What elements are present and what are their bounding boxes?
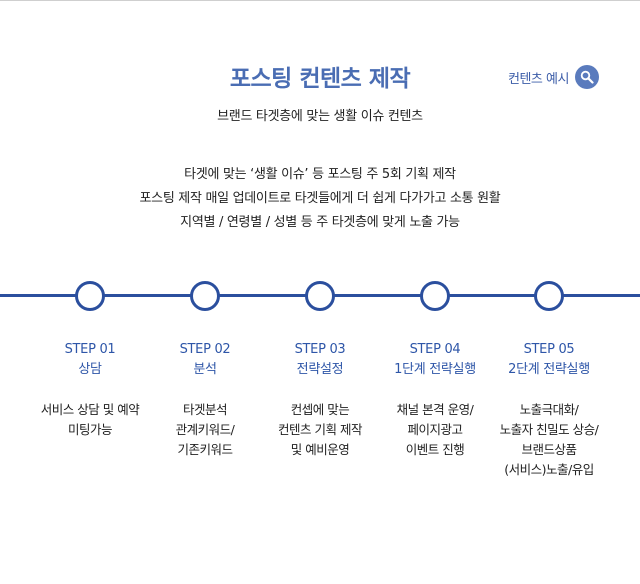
step-name: 2단계 전략실행 [508, 362, 590, 377]
step-desc-line: 이벤트 진행 [405, 442, 465, 457]
step-desc-line: 브랜드상품 [521, 442, 577, 457]
step-desc-line: 타겟분석 [182, 402, 228, 417]
step-desc-line: 노출자 친밀도 상승/ [499, 422, 599, 437]
step-name: 1단계 전략실행 [394, 362, 476, 377]
step-01: STEP 01 상담 서비스 상담 및 예약 미팅가능 [25, 340, 155, 440]
description: 타겟에 맞는 ‘생활 이슈’ 등 포스팅 주 5회 기획 제작 포스팅 제작 매… [0, 163, 640, 235]
timeline-dot [190, 281, 220, 311]
page-subtitle: 브랜드 타겟층에 맞는 생활 이슈 컨텐츠 [217, 109, 423, 124]
step-name: 상담 [78, 362, 102, 377]
timeline-dot [420, 281, 450, 311]
step-number: STEP 02 [179, 342, 231, 357]
step-03: STEP 03 전략설정 컨셉에 맞는 컨텐츠 기획 제작 및 예비운영 [255, 340, 385, 460]
step-desc-line: 서비스 상담 및 예약 [40, 402, 140, 417]
content-example-button[interactable]: 컨텐츠 예시 [508, 65, 599, 89]
page-title: 포스팅 컨텐츠 제작 [229, 66, 411, 92]
step-desc-line: 컨텐츠 기획 제작 [278, 422, 362, 437]
timeline-dot [534, 281, 564, 311]
description-line: 타겟에 맞는 ‘생활 이슈’ 등 포스팅 주 5회 기획 제작 [184, 167, 456, 182]
timeline-dot [305, 281, 335, 311]
timeline-dot [75, 281, 105, 311]
description-line: 포스팅 제작 매일 업데이트로 타겟들에게 더 쉽게 다가가고 소통 원활 [139, 191, 501, 206]
step-number: STEP 03 [294, 342, 346, 357]
step-number: STEP 04 [409, 342, 461, 357]
step-desc-line: 및 예비운영 [290, 442, 350, 457]
step-desc-line: 페이지광고 [407, 422, 463, 437]
step-desc-line: 컨셉에 맞는 [290, 402, 350, 417]
step-name: 분석 [193, 362, 217, 377]
step-desc-line: 미팅가능 [67, 422, 113, 437]
step-number: STEP 01 [64, 342, 116, 357]
description-line: 지역별 / 연령별 / 성별 등 주 타겟층에 맞게 노출 가능 [180, 215, 460, 230]
step-desc-line: 채널 본격 운영/ [396, 402, 474, 417]
step-number: STEP 05 [523, 342, 575, 357]
step-05: STEP 05 2단계 전략실행 노출극대화/ 노출자 친밀도 상승/ 브랜드상… [484, 340, 614, 480]
step-desc-line: (서비스)노출/유입 [504, 462, 594, 477]
step-name: 전략설정 [296, 362, 344, 377]
step-desc-line: 노출극대화/ [519, 402, 579, 417]
step-04: STEP 04 1단계 전략실행 채널 본격 운영/ 페이지광고 이벤트 진행 [370, 340, 500, 460]
content-example-label: 컨텐츠 예시 [508, 71, 569, 87]
search-icon [574, 65, 599, 89]
step-desc-line: 기존키워드 [177, 442, 233, 457]
step-desc-line: 관계키워드/ [175, 422, 235, 437]
step-02: STEP 02 분석 타겟분석 관계키워드/ 기존키워드 [140, 340, 270, 460]
